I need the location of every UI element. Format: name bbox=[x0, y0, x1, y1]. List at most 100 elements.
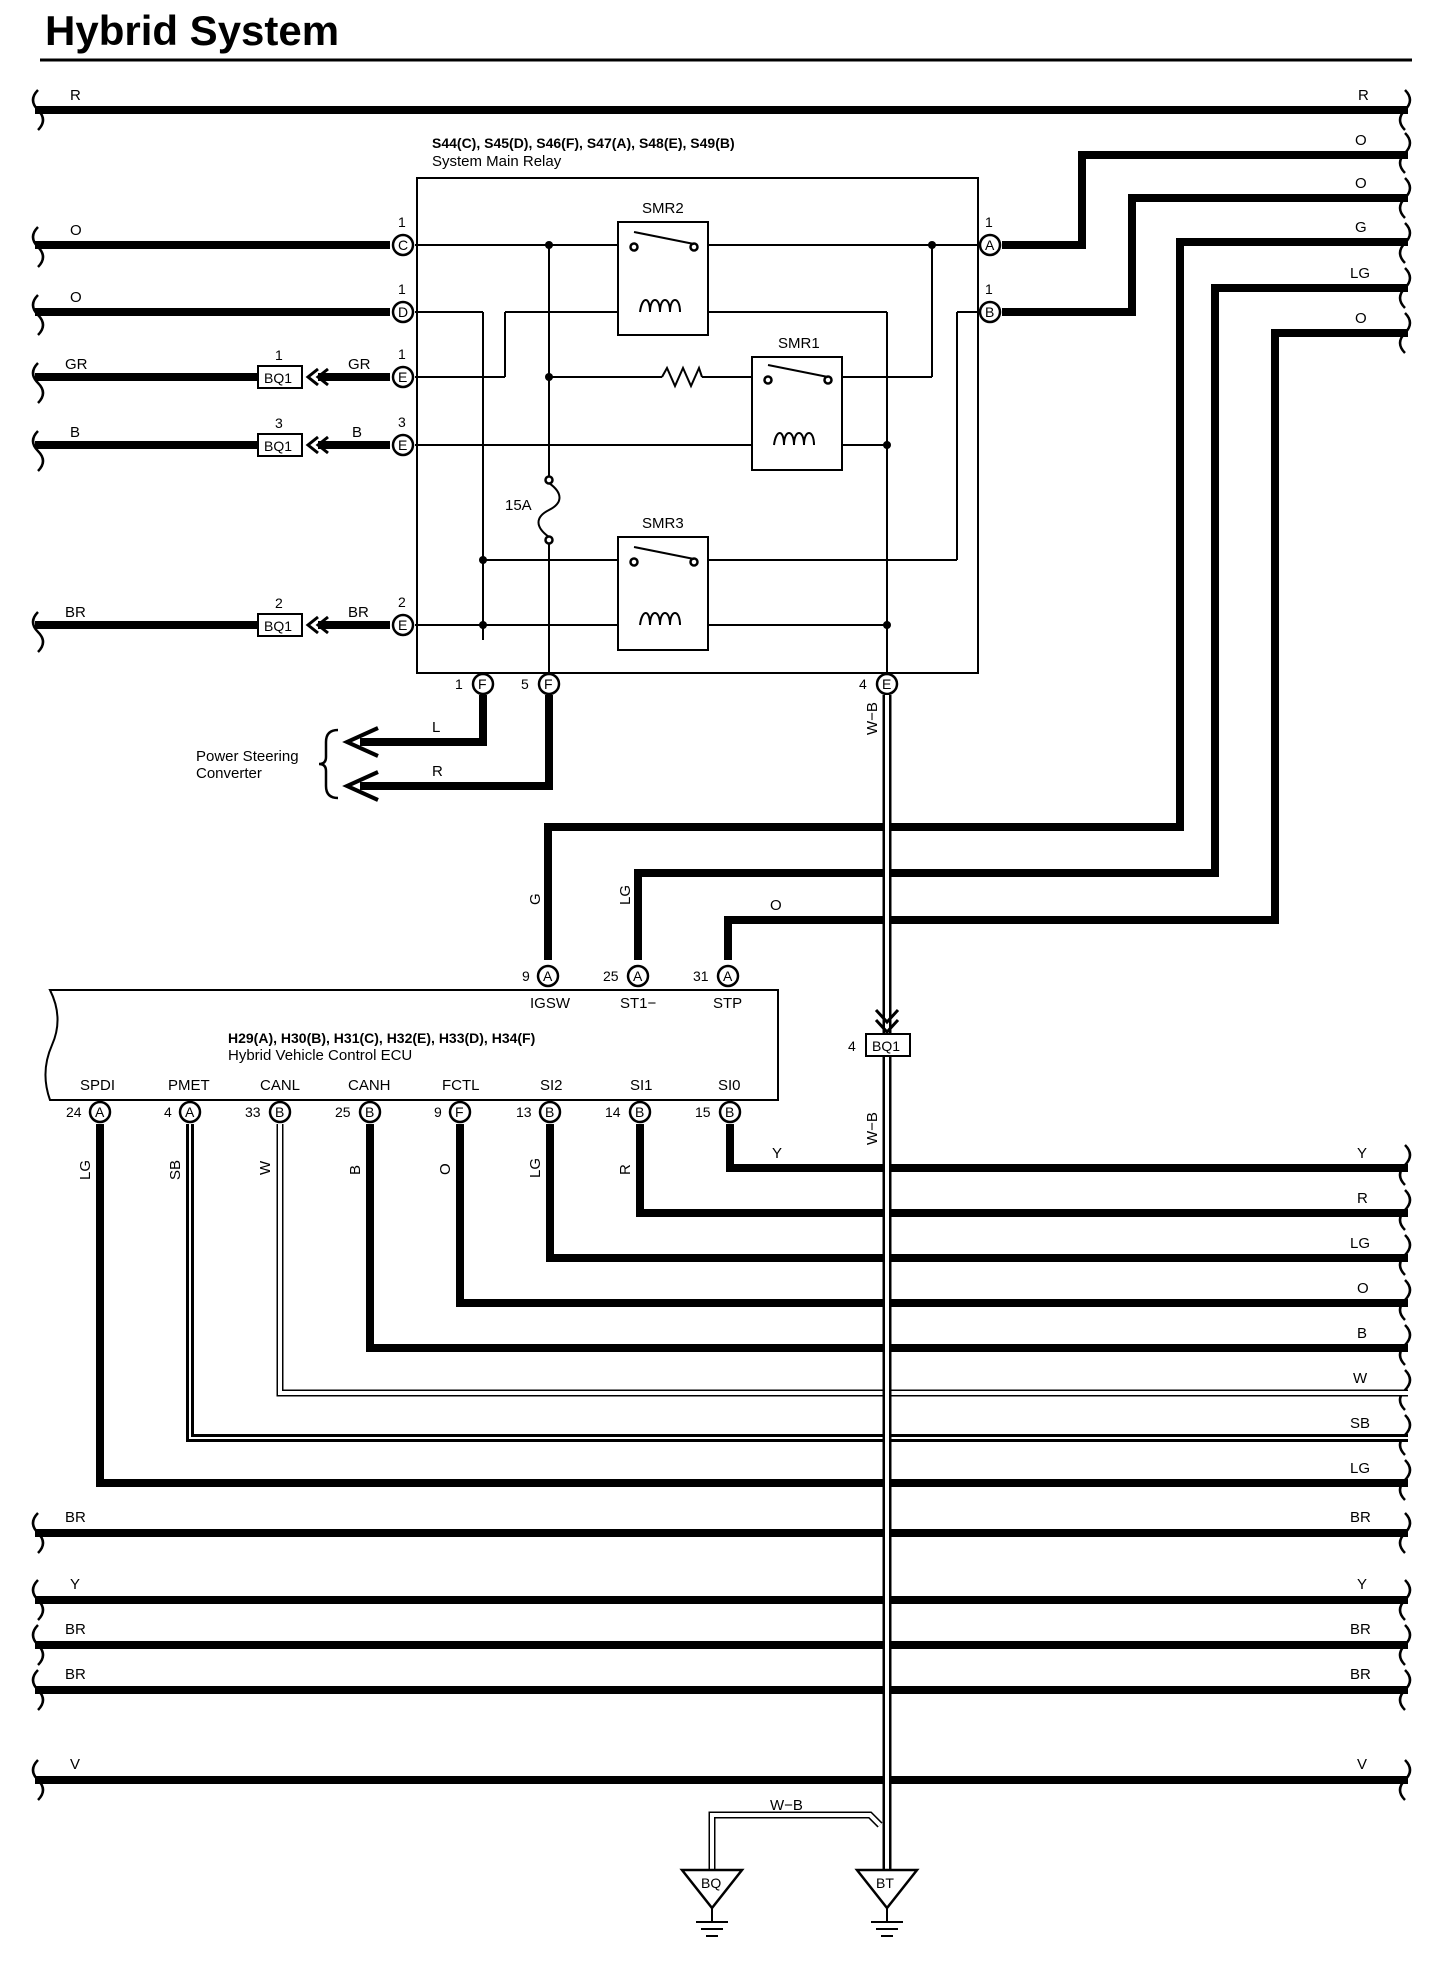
junction-dots bbox=[479, 241, 936, 629]
smr1-relay bbox=[751, 356, 843, 471]
svg-text:1: 1 bbox=[985, 281, 993, 297]
power-steering-brace bbox=[318, 728, 339, 800]
wire-y-si0 bbox=[726, 1124, 1408, 1172]
wire-lg-st1 bbox=[634, 284, 1408, 960]
resistor-symbol bbox=[661, 365, 703, 389]
svg-text:14: 14 bbox=[605, 1104, 621, 1120]
relay-pin-e2: E 2 bbox=[391, 594, 415, 637]
svg-text:13: 13 bbox=[516, 1104, 532, 1120]
wire-label-o1-left: O bbox=[70, 222, 82, 239]
wire-label-l: L bbox=[432, 719, 440, 736]
wire-o-relay-a bbox=[1002, 151, 1408, 249]
bq1-pin3-name: BQ1 bbox=[264, 438, 292, 454]
ecu-pin-canl: CANL B 33 bbox=[245, 1077, 300, 1124]
wire-label-br3-right: BR bbox=[1350, 1666, 1371, 1683]
svg-text:E: E bbox=[398, 617, 407, 633]
wire-wb-branch-bq bbox=[708, 1811, 883, 1875]
smr3-label: SMR3 bbox=[642, 515, 684, 532]
wire-label-wb-1: W−B bbox=[864, 702, 881, 735]
power-steering-line1: Power Steering bbox=[196, 748, 299, 765]
wire-label-gr-right: GR bbox=[348, 356, 371, 373]
ground-bt bbox=[854, 1868, 920, 1937]
svg-text:PMET: PMET bbox=[168, 1077, 210, 1094]
relay-pin-b: B 1 bbox=[978, 281, 1002, 324]
relay-name: System Main Relay bbox=[432, 153, 562, 170]
ecu-pin-stp: A 31 STP bbox=[693, 964, 742, 1012]
wire-label-o-fctl: O bbox=[437, 1163, 454, 1175]
svg-text:IGSW: IGSW bbox=[530, 995, 571, 1012]
wire-label-w-canl: W bbox=[257, 1160, 274, 1175]
svg-text:SPDI: SPDI bbox=[80, 1077, 115, 1094]
wire-label-o4-right: O bbox=[1357, 1280, 1369, 1297]
ecu-pin-spdi: SPDI A 24 bbox=[66, 1077, 115, 1124]
svg-text:3: 3 bbox=[398, 414, 406, 430]
wire-o-stp bbox=[724, 329, 1408, 960]
ecu-pin-igsw: A 9 IGSW bbox=[522, 964, 571, 1012]
bq1-pin1-num: 1 bbox=[275, 347, 283, 363]
wire-label-o-horizontal: O bbox=[770, 897, 782, 914]
svg-text:A: A bbox=[95, 1104, 105, 1120]
bq1-pin2-name: BQ1 bbox=[264, 618, 292, 634]
svg-text:C: C bbox=[398, 237, 408, 253]
ecu-pin-st1: A 25 ST1− bbox=[603, 964, 657, 1012]
wire-label-g-vertical: G bbox=[527, 893, 544, 905]
wire-label-r-left: R bbox=[70, 87, 81, 104]
wire-label-sb-pmet: SB bbox=[167, 1160, 184, 1180]
relay-pin-f1: F 1 bbox=[455, 672, 495, 696]
relay-pin-a: A 1 bbox=[978, 214, 1002, 257]
ecu-pin-si1: SI1 B 14 bbox=[605, 1077, 653, 1124]
relay-pin-c: C 1 bbox=[391, 214, 415, 257]
svg-text:E: E bbox=[398, 437, 407, 453]
svg-text:F: F bbox=[478, 676, 487, 692]
wire-label-o2-right: O bbox=[1355, 175, 1367, 192]
ecu-pin-si2: SI2 B 13 bbox=[516, 1077, 563, 1124]
svg-text:4: 4 bbox=[859, 676, 867, 692]
ecu-connectors: H29(A), H30(B), H31(C), H32(E), H33(D), … bbox=[228, 1030, 535, 1046]
svg-text:FCTL: FCTL bbox=[442, 1077, 480, 1094]
smr3-relay bbox=[617, 536, 709, 651]
wire-label-r-si1: R bbox=[617, 1164, 634, 1175]
svg-text:2: 2 bbox=[398, 594, 406, 610]
wire-w-canl-inner bbox=[278, 1124, 1408, 1395]
svg-text:CANL: CANL bbox=[260, 1077, 300, 1094]
wire-label-lg2-right: LG bbox=[1350, 1235, 1370, 1252]
wire-label-br1-right: BR bbox=[1350, 1509, 1371, 1526]
ecu-pin-pmet: PMET A 4 bbox=[164, 1077, 210, 1124]
svg-text:9: 9 bbox=[434, 1104, 442, 1120]
svg-text:1: 1 bbox=[398, 214, 406, 230]
svg-text:D: D bbox=[398, 304, 408, 320]
svg-text:4: 4 bbox=[164, 1104, 172, 1120]
ecu-pin-canh: CANH B 25 bbox=[335, 1077, 391, 1124]
wire-wb-branch-bq-inner bbox=[710, 1813, 882, 1875]
wire-label-b-right: B bbox=[1357, 1325, 1367, 1342]
wire-label-br-left: BR bbox=[65, 604, 86, 621]
bq1-pin4-name: BQ1 bbox=[872, 1038, 900, 1054]
svg-text:5: 5 bbox=[521, 676, 529, 692]
arrow-r bbox=[342, 770, 379, 802]
svg-text:1: 1 bbox=[398, 346, 406, 362]
bq1-pin4-num: 4 bbox=[848, 1038, 856, 1054]
ecu-pin-si0: SI0 B 15 bbox=[695, 1077, 742, 1124]
wire-label-lg-spdi: LG bbox=[77, 1160, 94, 1180]
wire-lg-si2 bbox=[546, 1124, 1408, 1262]
bq1-pin1-box bbox=[257, 365, 303, 389]
relay-pin-f5: F 5 bbox=[521, 672, 561, 696]
wire-o-fctl bbox=[456, 1124, 1408, 1307]
arrow-l bbox=[342, 726, 379, 758]
wire-o-relay-b bbox=[1002, 194, 1408, 316]
svg-text:A: A bbox=[723, 968, 733, 984]
wire-label-w-right: W bbox=[1353, 1370, 1368, 1387]
wire-label-lg-vertical: LG bbox=[617, 885, 634, 905]
svg-text:B: B bbox=[985, 304, 994, 320]
svg-text:A: A bbox=[185, 1104, 195, 1120]
wire-b-canh bbox=[366, 1124, 1408, 1352]
svg-text:1: 1 bbox=[398, 281, 406, 297]
wire-label-v-right: V bbox=[1357, 1756, 1367, 1773]
wire-label-wb-3: W−B bbox=[770, 1797, 803, 1814]
relay-connectors: S44(C), S45(D), S46(F), S47(A), S48(E), … bbox=[432, 135, 735, 151]
wire-label-br3-left: BR bbox=[65, 1666, 86, 1683]
wire-label-r-ps: R bbox=[432, 763, 443, 780]
wire-label-b-canh: B bbox=[347, 1165, 364, 1175]
wire-label-wb-2: W−B bbox=[864, 1112, 881, 1145]
